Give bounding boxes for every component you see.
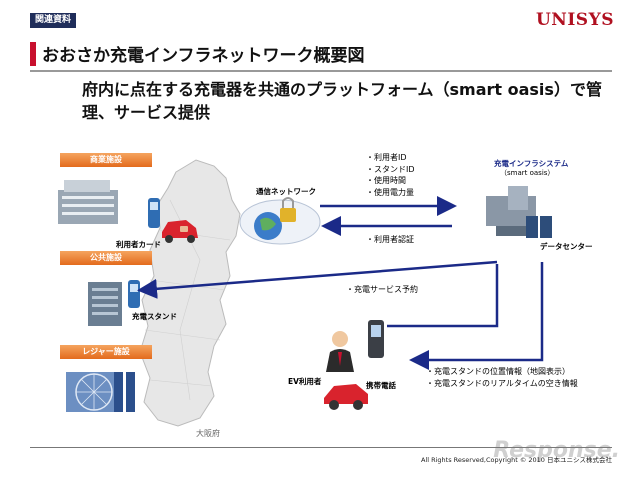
title-divider [30,70,612,72]
footer-divider [30,447,612,448]
upload-item: ・使用電力量 [366,187,414,197]
mobile-phone-label: 携帯電話 [366,381,396,390]
category-commercial: 商業施設 [60,153,152,167]
section-tag: 関連資料 [30,13,76,28]
category-public: 公共施設 [60,251,152,265]
copyright: All Rights Reserved,Copyright © 2010 日本ユ… [420,456,612,464]
network-label: 通信ネットワーク [256,187,316,196]
watermark: Response. [493,438,620,463]
info-item: ・充電スタンドのリアルタイムの空き情報 [426,378,578,388]
osaka-label: 大阪府 [196,429,220,438]
ev-car-commercial [162,220,198,243]
upload-item: ・利用者ID [366,153,407,162]
unisys-logo: UNISYS [535,10,614,30]
charger-leisure [114,372,135,412]
data-center-label: データセンター [540,242,593,251]
arrow-reservation [137,260,498,299]
auth-label: ・利用者認証 [366,235,414,244]
ev-user-label: EV利用者 [288,377,322,386]
system-subtitle: （smart oasis） [500,169,555,177]
network-globe-icon [239,197,321,245]
page-title: おおさか充電インフラネットワーク概要図 [42,46,365,66]
title-accent-bar [30,42,36,66]
leisure-ferris-wheel [66,372,122,412]
commercial-building [58,180,118,224]
upload-item: ・使用時間 [366,176,406,185]
page-subtitle: 府内に点在する充電器を共通のプラットフォーム（smart oasis）で管理、サ… [82,80,602,122]
arrow-info [409,262,544,370]
arrow-phone-link [387,264,499,328]
upload-item: ・スタンドID [366,164,415,174]
upload-info-list: ・利用者ID ・スタンドID ・使用時間 ・使用電力量 [366,152,415,198]
reservation-label: ・充電サービス予約 [346,285,418,294]
osaka-map [139,159,241,427]
info-list: ・充電スタンドの位置情報（地図表示） ・充電スタンドのリアルタイムの空き情報 [426,366,578,389]
user-card-label: 利用者カード [116,240,161,249]
info-item: ・充電スタンドの位置情報（地図表示） [426,367,570,376]
charging-stand-label: 充電スタンド [132,312,177,321]
system-title: 充電インフラシステム [494,159,569,168]
public-building [88,282,122,326]
data-center-building [486,186,552,238]
ev-user-person [326,331,354,372]
mobile-phone-icon [368,320,384,358]
category-leisure: レジャー施設 [60,345,152,359]
ev-car-user [324,384,368,410]
